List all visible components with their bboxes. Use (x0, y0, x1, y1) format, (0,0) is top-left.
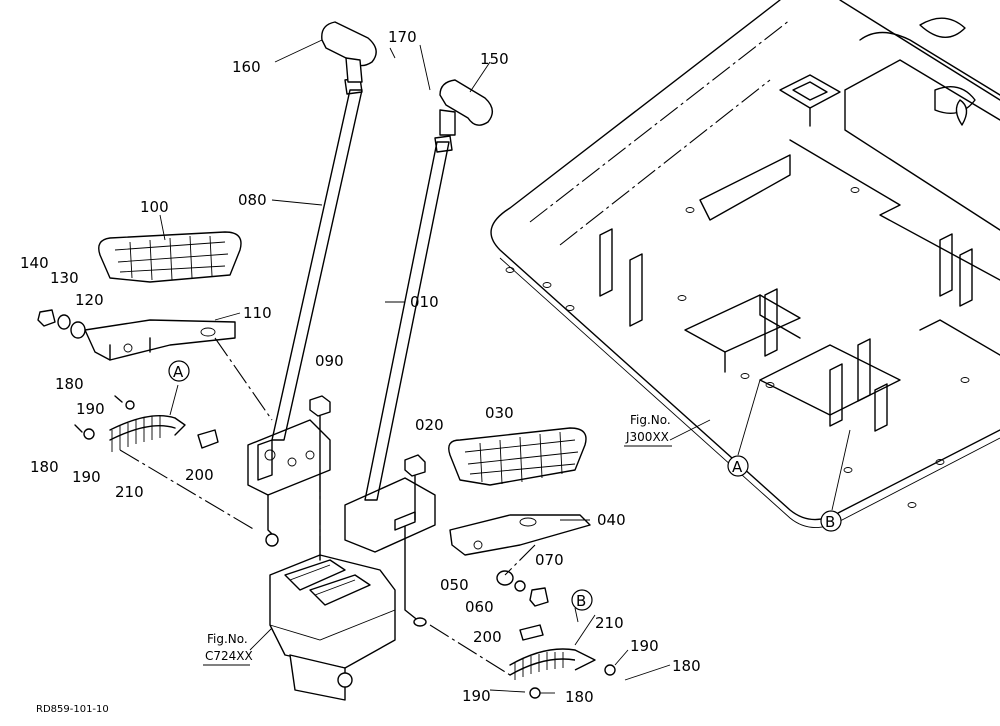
pedal-030 (448, 427, 587, 486)
spring-left (74, 395, 219, 452)
valve-body (269, 554, 396, 701)
label-170: 170 (388, 28, 417, 46)
marker-a-left-text: A (173, 363, 184, 381)
label-180-b: 180 (30, 458, 59, 476)
bracket-right (344, 477, 436, 627)
part-labels: 160 170 150 080 100 140 130 120 110 010 … (20, 28, 701, 706)
knob-160 (321, 21, 377, 83)
label-180-a: 180 (55, 375, 84, 393)
label-080: 080 (238, 191, 267, 209)
label-140: 140 (20, 254, 49, 272)
marker-b-lower-text: B (576, 592, 586, 610)
label-050: 050 (440, 576, 469, 594)
label-130: 130 (50, 269, 79, 287)
label-190-b: 190 (72, 468, 101, 486)
label-110: 110 (243, 304, 272, 322)
bracket-left (247, 419, 331, 547)
label-100: 100 (140, 198, 169, 216)
figure-references: Fig.No. J300XX Fig.No. C724XX (203, 413, 672, 666)
arm-110 (84, 319, 236, 361)
label-160: 160 (232, 58, 261, 76)
marker-b-lower (571, 589, 593, 611)
ref-c724-title: Fig.No. (207, 632, 248, 646)
label-190-d: 190 (462, 687, 491, 705)
spring-right (509, 624, 616, 699)
marker-a-left (168, 360, 190, 382)
leader-lines (119, 39, 851, 694)
nut-washer-stack (37, 309, 86, 339)
label-120: 120 (75, 291, 104, 309)
ref-c724-code: C724XX (205, 649, 253, 663)
label-180-c: 180 (672, 657, 701, 675)
label-040: 040 (597, 511, 626, 529)
label-200-b: 200 (473, 628, 502, 646)
ref-j300-code: J300XX (625, 430, 669, 444)
label-090: 090 (315, 352, 344, 370)
drawing-id: RD859-101-10 (36, 704, 109, 715)
label-200-a: 200 (185, 466, 214, 484)
marker-b-right-text: B (825, 513, 835, 531)
label-060: 060 (465, 598, 494, 616)
label-190-c: 190 (630, 637, 659, 655)
arm-040 (449, 514, 591, 556)
floor-plate (490, 0, 1000, 528)
label-150: 150 (480, 50, 509, 68)
label-010: 010 (410, 293, 439, 311)
view-markers: A A B B (168, 360, 842, 611)
label-070: 070 (535, 551, 564, 569)
marker-a-right-text: A (732, 458, 743, 476)
label-210-a: 210 (115, 483, 144, 501)
washers-right (496, 570, 549, 607)
marker-a-right (727, 455, 749, 477)
knob-150 (439, 79, 493, 136)
label-180-d: 180 (565, 688, 594, 706)
pedal-100 (98, 231, 242, 283)
label-020: 020 (415, 416, 444, 434)
label-030: 030 (485, 404, 514, 422)
cap-020 (404, 454, 426, 521)
label-210-b: 210 (595, 614, 624, 632)
lever-010 (364, 135, 453, 501)
label-190-a: 190 (76, 400, 105, 418)
ref-j300-title: Fig.No. (630, 413, 671, 427)
marker-b-right (820, 510, 842, 532)
